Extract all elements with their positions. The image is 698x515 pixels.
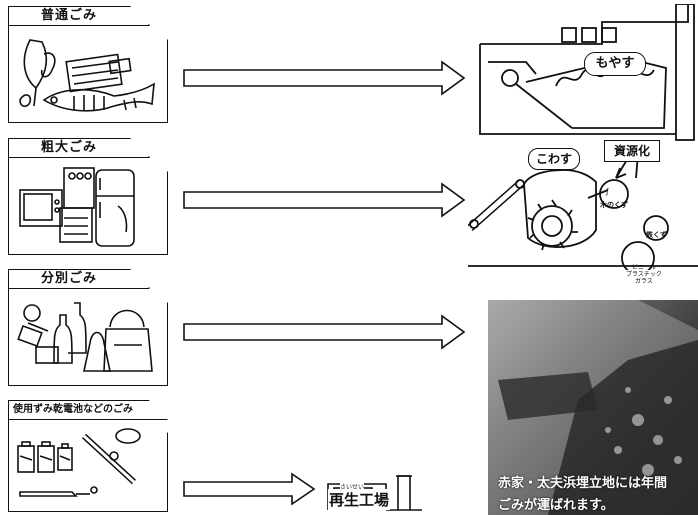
resource-label: 資源化 [614, 144, 650, 158]
tab-sorted-garbage: 分別ごみ [8, 269, 150, 289]
category-label: 使用ずみ乾電池などのごみ [13, 404, 133, 415]
sorted-garbage-illustration [14, 293, 162, 381]
resource-label-box: 資源化 [604, 140, 660, 162]
arrow-battery-to-recycle [182, 472, 318, 506]
crusher-illustration: ʃ [468, 138, 698, 270]
incinerator-label-box: もやす [584, 52, 646, 76]
landfill-caption-line2: ごみが運ばれます。 [498, 494, 614, 513]
tab-oversize-garbage: 粗大ごみ [8, 138, 150, 158]
wood-label: 木のくず [600, 200, 628, 210]
category-label: 普通ごみ [41, 8, 97, 23]
landfill-caption-line1: 赤家・太夫浜埋立地には年間 [498, 472, 667, 491]
tab-battery-garbage: 使用ずみ乾電池などのごみ [8, 400, 168, 420]
recycle-label: 再生工場 [328, 489, 390, 510]
arrow-normal-to-incinerator [182, 60, 468, 96]
crusher-label: こわす [536, 152, 572, 166]
incinerator-label: もやす [595, 56, 634, 71]
category-label: 粗大ごみ [41, 140, 97, 155]
iron-label: 鉄くず [646, 230, 667, 240]
battery-garbage-illustration [14, 422, 162, 508]
tab-normal-garbage: 普通ごみ [8, 6, 150, 26]
svg-text:ʃ: ʃ [605, 187, 609, 196]
normal-garbage-illustration [14, 30, 162, 118]
arrow-sorted-to-landfill [182, 314, 468, 350]
plastic-label: ビニール プラスチック ガラス [624, 264, 664, 285]
oversize-garbage-illustration [14, 162, 162, 250]
crusher-label-box: こわす [528, 148, 580, 170]
arrow-oversize-to-crusher [182, 182, 468, 218]
landfill-photo: 赤家・太夫浜埋立地には年間 ごみが運ばれます。 [488, 300, 698, 515]
category-label: 分別ごみ [41, 271, 97, 286]
